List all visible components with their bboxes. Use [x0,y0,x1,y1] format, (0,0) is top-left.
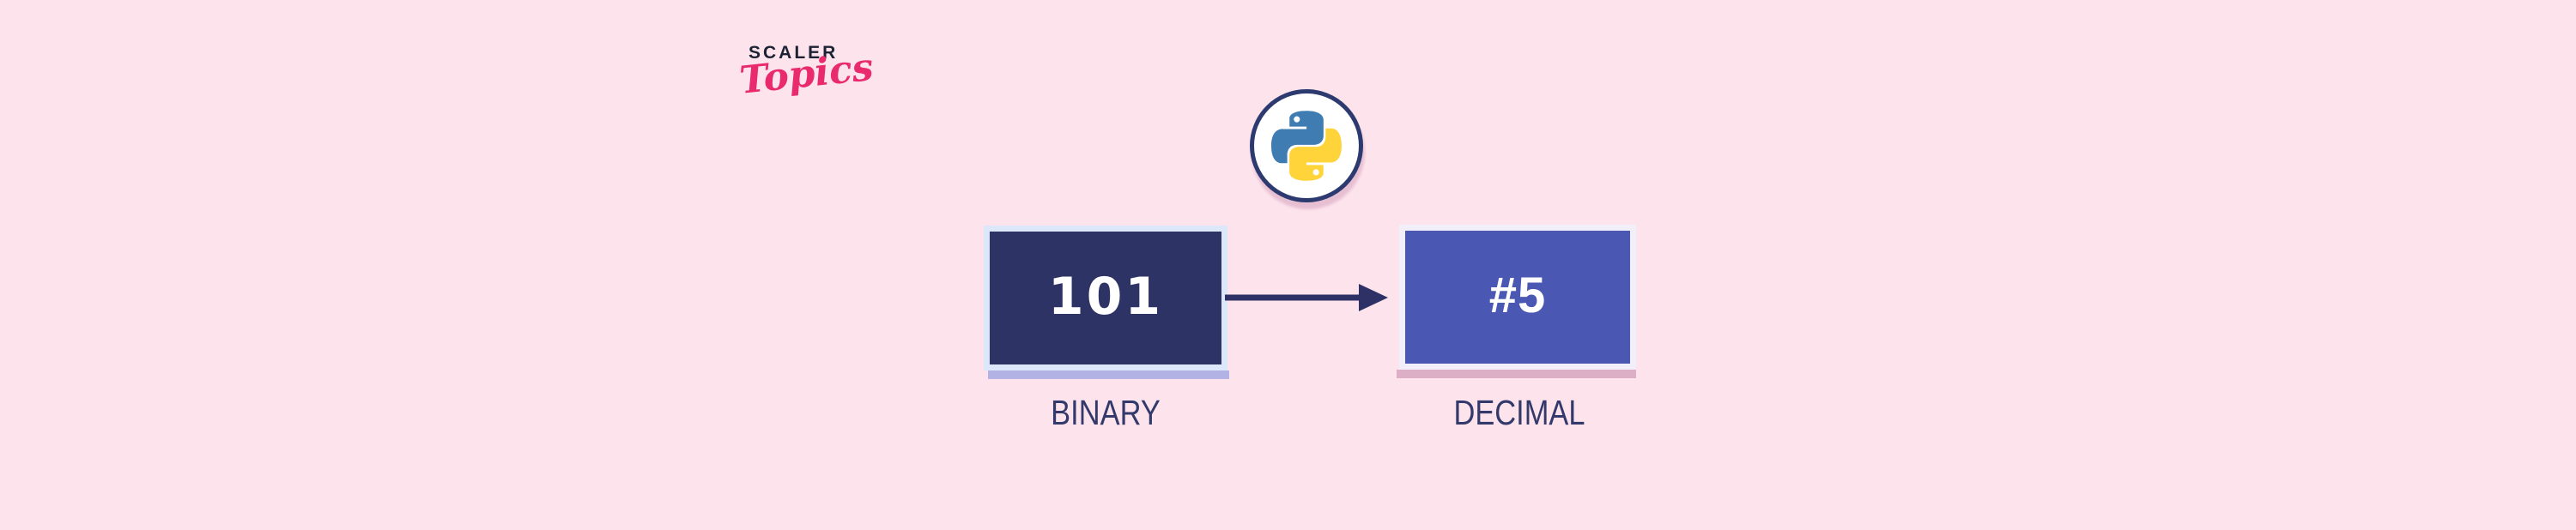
binary-box: 101 [984,226,1229,379]
logo-wordmark: SCALER [749,43,839,63]
decimal-box: #5 [1397,225,1636,378]
decimal-value: #5 [1488,268,1547,323]
logo-topics-script: Topics [737,45,876,103]
scaler-topics-logo: SCALER Topics [737,43,876,103]
python-icon [1271,111,1342,181]
binary-value: 101 [1047,266,1164,327]
arrow-right-icon [1225,284,1388,311]
binary-label: BINARY [1051,393,1161,432]
decimal-label: DECIMAL [1453,393,1585,432]
python-badge [1250,89,1363,202]
